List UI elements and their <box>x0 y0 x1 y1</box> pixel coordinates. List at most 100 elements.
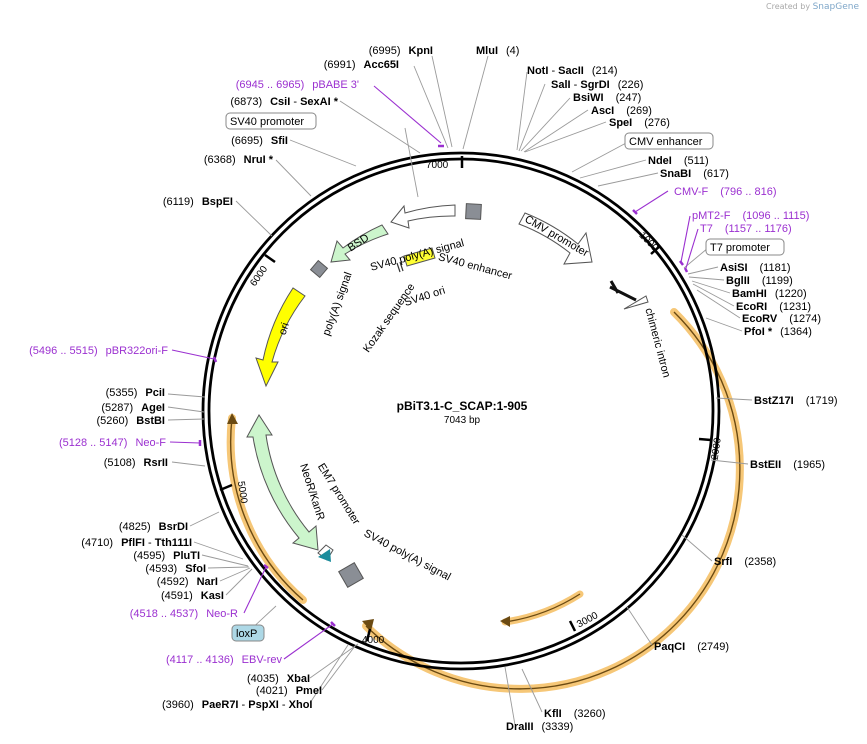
leader-bstz17i <box>715 397 753 401</box>
enzyme-spei-pos: (276) <box>644 117 670 129</box>
enzyme-noti-name: NotI <box>527 65 548 77</box>
feature-chimeric-intron <box>609 280 637 302</box>
enzyme-paqci-name: PaqCI <box>654 641 685 653</box>
primer-ebv-range: (4117 .. 4136) <box>166 654 234 666</box>
enzyme-pfoi: PfoI * (1364) <box>744 326 812 338</box>
box-t7-promoter-text: T7 promoter <box>710 242 770 254</box>
enzyme-pfoi-pos: (1364) <box>780 326 812 338</box>
primer-neof-name: Neo-F <box>135 437 166 449</box>
enzyme-sfii-pos: (6695) <box>231 135 263 147</box>
enzyme-sacii-name: SacII <box>558 65 584 77</box>
enzyme-bsiwi: BsiWI(247) <box>573 92 641 104</box>
enzyme-bspei: (6119)BspEI <box>163 196 233 208</box>
leader-pcii <box>167 393 206 398</box>
enzyme-kpni: (6995)KpnI <box>369 45 433 57</box>
leader-noti <box>516 71 528 151</box>
leader-pbabe <box>373 85 442 144</box>
enzyme-srfi-pos: (2358) <box>744 556 776 568</box>
label-ori: ori <box>277 321 292 336</box>
enzyme-kfli-pos: (3260) <box>574 708 606 720</box>
enzyme-sali-pos: (226) <box>618 79 644 91</box>
enzyme-sfii-name: SfiI <box>271 135 288 147</box>
enzyme-sfoi-pos: (4593) <box>145 563 177 575</box>
leader-pmt2f <box>680 215 691 263</box>
enzyme-kasi-name: KasI <box>201 590 224 602</box>
primer-neof-range: (5128 .. 5147) <box>59 437 128 449</box>
primer-marks <box>198 144 689 627</box>
enzyme-bsrdi-pos: (4825) <box>119 521 151 533</box>
leader-pfoi <box>705 317 743 332</box>
leader-pmei <box>321 645 356 691</box>
enzyme-nari-pos: (4592) <box>157 576 189 588</box>
primer-pbr322-range: (5496 .. 5515) <box>29 345 98 357</box>
enzyme-sali-name: SalI <box>551 79 571 91</box>
tick-6000 <box>264 253 276 264</box>
primer-cmvf: CMV-F(796 .. 816) <box>674 186 777 198</box>
enzyme-xbai-pos: (4035) <box>247 673 279 685</box>
enzyme-rsrii-name: RsrII <box>144 457 168 469</box>
tick-2000 <box>698 437 712 442</box>
label-cmv-promoter: CMV promoter <box>522 213 590 259</box>
primer-ebv-name: EBV-rev <box>242 654 283 666</box>
enzyme-srfi: SrfI(2358) <box>714 556 776 568</box>
enzyme-pfoi-name: PfoI * <box>744 326 773 338</box>
enzyme-ecorv: EcoRV(1274) <box>742 313 821 325</box>
tick-label-6000: 6000 <box>248 264 270 289</box>
primer-pmt2f-name: pMT2-F <box>692 210 731 222</box>
enzyme-ndei: NdeI(511) <box>648 155 709 167</box>
enzyme-noti-sep: - <box>548 65 558 77</box>
enzyme-ecorv-pos: (1274) <box>789 313 821 325</box>
enzyme-asisi: AsiSI(1181) <box>720 262 791 274</box>
leader-cmvf <box>634 190 669 213</box>
backbone-outer <box>201 151 721 671</box>
enzyme-pflfi-sep: - <box>145 537 155 549</box>
leader-sali <box>518 83 546 152</box>
enzyme-pmei-name: PmeI <box>296 685 322 697</box>
enzyme-labels: (6995)KpnI (6991)Acc65I MluI(4) NotI - S… <box>81 45 837 733</box>
leader-ecori <box>692 283 735 307</box>
enzyme-pluti: (4595)PluTI <box>133 550 200 562</box>
primer-ebv: (4117 .. 4136) EBV-rev <box>166 654 283 666</box>
leader-pbr322 <box>171 349 215 360</box>
label-kozak: Kozak sequence <box>361 281 417 355</box>
primer-pbabe-range: (6945 .. 6965) <box>236 79 305 91</box>
enzyme-pmei-pos: (4021) <box>256 685 288 697</box>
enzyme-paqci: PaqCI(2749) <box>654 641 729 653</box>
enzyme-nrui-name: NruI * <box>244 154 274 166</box>
orf-arc-mid-line <box>504 593 581 623</box>
leader-nari <box>219 567 251 582</box>
leader-kpni <box>431 55 453 148</box>
enzyme-agei: (5287)AgeI <box>101 402 165 414</box>
plasmid-title: pBiT3.1-C_SCAP:1-905 <box>397 399 528 413</box>
leader-xhoi <box>309 644 349 704</box>
enzyme-snabi: SnaBI(617) <box>660 168 729 180</box>
tick-4000 <box>365 628 372 642</box>
leader-neor <box>243 566 267 614</box>
leader-csii <box>339 100 421 154</box>
enzyme-draiii-pos: (3339) <box>542 721 574 733</box>
primer-pbr322-name: pBR322ori-F <box>106 345 169 357</box>
enzyme-noti: NotI - SacII(214) <box>527 65 618 77</box>
leader-ebv <box>283 623 334 660</box>
leader-lines <box>167 55 753 726</box>
leader-sfii <box>289 139 357 167</box>
enzyme-nari-name: NarI <box>197 576 218 588</box>
leader-snabi <box>597 172 659 187</box>
enzyme-bsiwi-name: BsiWI <box>573 92 604 104</box>
enzyme-csii-sep: - <box>290 96 300 108</box>
orf-arcs <box>226 308 744 693</box>
enzyme-bsteii: BstEII(1965) <box>750 459 825 471</box>
enzyme-nrui-pos: (6368) <box>204 154 236 166</box>
enzyme-xhoi: (3960)PaeR7I - PspXI - XhoI <box>162 699 312 711</box>
leader-bglii <box>688 276 725 281</box>
enzyme-snabi-pos: (617) <box>703 168 729 180</box>
primer-pmt2f: pMT2-F(1096 .. 1115) <box>692 210 809 222</box>
orf-arc-right-head <box>362 619 374 631</box>
enzyme-kfli: KflI(3260) <box>544 708 606 720</box>
box-t7-promoter <box>705 238 785 256</box>
enzyme-bamhi-name: BamHI <box>732 288 767 300</box>
enzyme-bglii-pos: (1199) <box>762 275 793 287</box>
enzyme-asisi-name: AsiSI <box>720 262 748 274</box>
